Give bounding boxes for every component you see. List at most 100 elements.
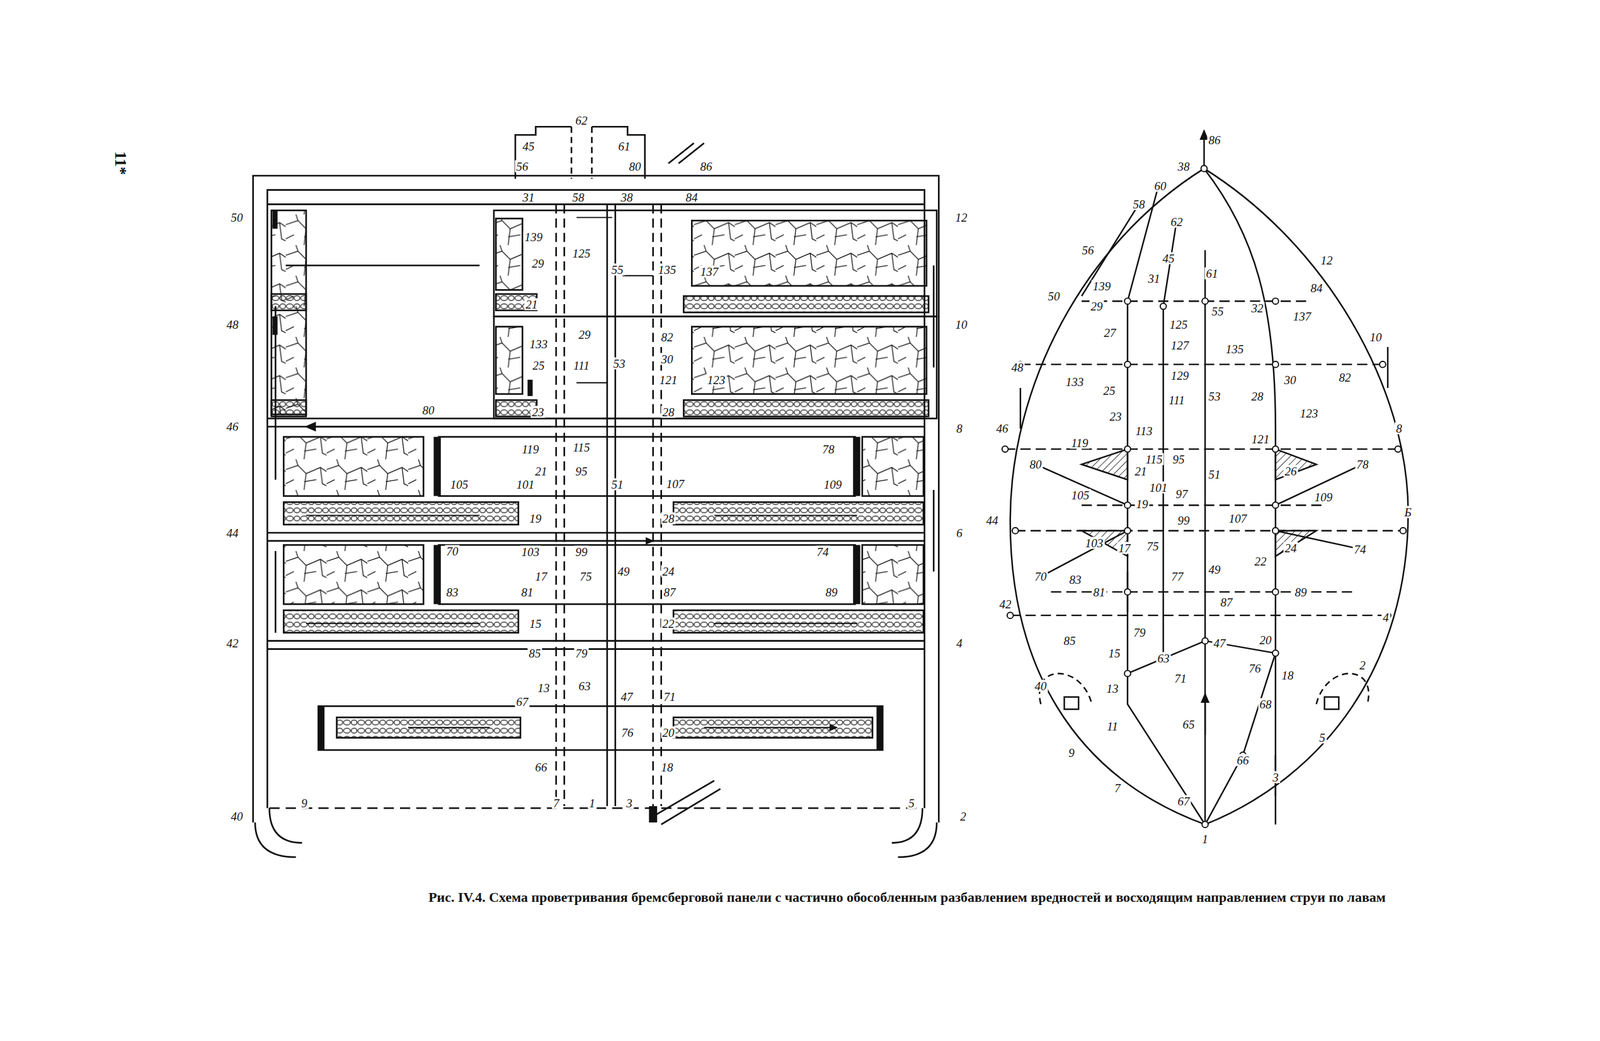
callout-number: 23 xyxy=(1108,410,1124,423)
callout-number: 21 xyxy=(1133,465,1149,478)
callout-number: 40 xyxy=(229,810,245,823)
callout-number: 50 xyxy=(229,211,245,224)
callout-number: 58 xyxy=(1131,198,1147,211)
callout-number: 25 xyxy=(531,359,547,372)
callout-number: 119 xyxy=(1069,437,1090,450)
callout-number: 99 xyxy=(574,546,589,559)
callout-number: 5 xyxy=(907,797,916,810)
callout-number: 62 xyxy=(1169,216,1185,229)
callout-number: 99 xyxy=(1176,514,1192,527)
callout-number: 123 xyxy=(1298,407,1320,420)
callout-number: 78 xyxy=(821,443,836,456)
callout-number: 83 xyxy=(1068,573,1083,586)
callout-number: 4 xyxy=(954,637,964,650)
callout-number: 15 xyxy=(528,617,543,630)
callout-number: 109 xyxy=(1313,491,1335,504)
callout-number: 133 xyxy=(528,338,550,351)
callout-number: 45 xyxy=(1161,252,1177,265)
callout-number: 10 xyxy=(1368,331,1384,344)
callout-number: 20 xyxy=(661,726,676,739)
callout-number: 46 xyxy=(225,420,240,433)
callout-number: 127 xyxy=(1169,339,1191,352)
callout-number: 51 xyxy=(1207,468,1223,481)
callout-number: 7 xyxy=(551,797,561,810)
callout-number: 56 xyxy=(1080,244,1096,257)
callout-number: 129 xyxy=(1169,369,1191,382)
callout-number: 74 xyxy=(815,546,831,559)
callout-number: 13 xyxy=(536,682,552,695)
callout-number: 62 xyxy=(574,114,589,127)
callout-number: 1 xyxy=(1200,833,1210,846)
callout-number: 51 xyxy=(610,478,625,491)
callout-number: 67 xyxy=(515,696,530,709)
callout-number: 61 xyxy=(1205,267,1220,280)
callout-number: 101 xyxy=(1148,481,1170,494)
callout-number: 22 xyxy=(1253,555,1269,568)
callout-number: 45 xyxy=(521,140,537,153)
callout-number: 83 xyxy=(445,586,460,599)
callout-number: 121 xyxy=(1250,433,1272,446)
callout-number: 78 xyxy=(1355,458,1371,471)
callout-number: 28 xyxy=(661,512,676,525)
callout-number: 40 xyxy=(1033,680,1049,693)
callout-number: 29 xyxy=(1089,300,1105,313)
callout-number: 87 xyxy=(662,586,678,599)
callout-number: 111 xyxy=(1167,394,1187,407)
callout-number: 77 xyxy=(1170,570,1185,583)
callout-number: 97 xyxy=(1174,488,1190,501)
callout-number: 29 xyxy=(531,257,546,270)
callout-number: 49 xyxy=(616,565,632,578)
callout-number: 82 xyxy=(1337,371,1353,384)
callout-number: 50 xyxy=(1046,290,1062,303)
callout-number: 47 xyxy=(1212,637,1228,650)
callout-number: 12 xyxy=(954,211,969,224)
callout-number: 109 xyxy=(822,478,844,491)
callout-number: 119 xyxy=(520,443,540,456)
callout-number: 53 xyxy=(612,357,627,370)
callout-number: 58 xyxy=(571,191,586,204)
callout-number: 79 xyxy=(1132,626,1148,639)
callout-number: 47 xyxy=(619,691,635,703)
callout-number: 82 xyxy=(660,331,675,344)
callout-number: 38 xyxy=(619,191,635,204)
callout-number: 86 xyxy=(699,160,714,173)
callout-number: 17 xyxy=(1117,542,1132,555)
callout-number: 103 xyxy=(1084,537,1105,550)
callout-number: 22 xyxy=(661,617,676,630)
callout-number: 139 xyxy=(1091,280,1113,293)
callout-number: 101 xyxy=(515,478,537,491)
callout-number: 135 xyxy=(1224,343,1246,356)
callout-number: 137 xyxy=(1291,310,1313,323)
callout-number: 2 xyxy=(1358,659,1367,672)
callout-number: 95 xyxy=(1171,453,1187,466)
callout-number: 44 xyxy=(985,514,1000,527)
callout-number: 67 xyxy=(1176,795,1192,808)
callout-number: 48 xyxy=(225,318,240,331)
callout-number: 46 xyxy=(995,422,1010,435)
callout-number: 107 xyxy=(1227,512,1249,525)
callout-number: 76 xyxy=(1247,662,1263,675)
callout-number: 25 xyxy=(1102,384,1117,397)
callout-number: 20 xyxy=(1258,634,1274,647)
callout-number: 18 xyxy=(660,761,675,774)
callout-number: 84 xyxy=(684,191,700,204)
callout-number: 9 xyxy=(299,797,309,810)
callout-number: 42 xyxy=(998,598,1013,611)
callout-number: 30 xyxy=(660,353,675,366)
callout-number: 5 xyxy=(1317,731,1327,744)
callout-number: 85 xyxy=(1062,634,1078,647)
callout-number: 81 xyxy=(520,586,535,599)
callout-number: 11 xyxy=(1105,720,1120,733)
callout-number: 61 xyxy=(617,140,632,153)
callout-number: 18 xyxy=(1280,669,1296,682)
callout-number: 76 xyxy=(620,726,635,739)
callout-number: 115 xyxy=(1143,453,1164,466)
callout-number: 111 xyxy=(571,359,591,372)
callout-number: 103 xyxy=(520,546,542,559)
callout-number: 79 xyxy=(574,647,589,660)
callout-number: 31 xyxy=(521,191,537,204)
callout-number: 8 xyxy=(1394,422,1404,435)
callout-number: 28 xyxy=(661,406,676,419)
callout-number: 38 xyxy=(1176,160,1192,173)
